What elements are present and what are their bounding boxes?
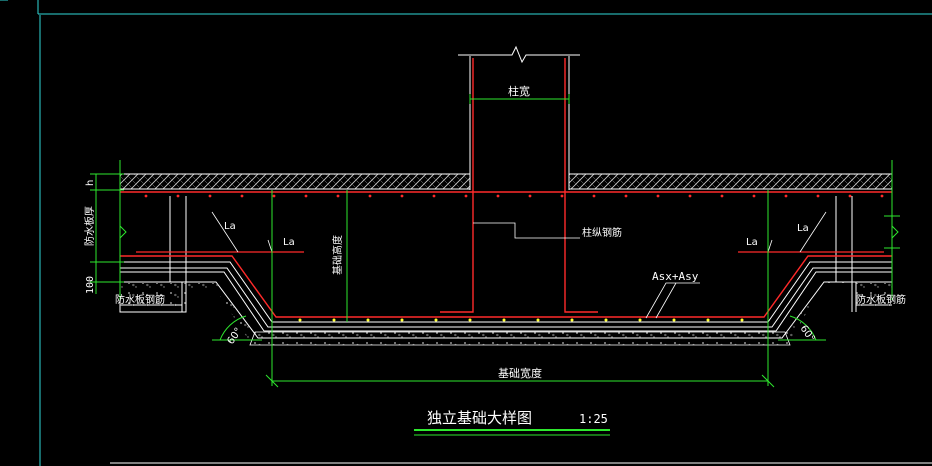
waterproof-rebar-right-label: 防水板钢筋 — [856, 293, 906, 306]
dim-100-label: 100 — [85, 276, 96, 294]
column-rebar-leader — [473, 222, 580, 239]
rebar-dot — [432, 194, 436, 198]
rebar-dot — [368, 194, 372, 198]
rebar-dot — [400, 318, 404, 322]
rebar-dot — [332, 318, 336, 322]
rebar-dot — [848, 194, 852, 198]
title-underline — [414, 429, 610, 436]
rebar-dot — [464, 194, 468, 198]
rebar-dot — [624, 194, 628, 198]
column — [458, 45, 580, 190]
rebar-dot — [400, 194, 404, 198]
rebar-dot — [298, 318, 302, 322]
left-side-dimension — [90, 173, 127, 294]
la-label-right-lower: La — [746, 237, 758, 248]
column-width-dimension — [469, 94, 570, 104]
la-leader-lines — [211, 211, 827, 253]
column-rebar-label: 柱纵钢筋 — [582, 226, 622, 239]
la-label-left-lower: La — [283, 237, 295, 248]
rebar-dot — [706, 318, 710, 322]
bottom-rebar-dots — [298, 318, 744, 322]
bottom-rebar — [120, 255, 892, 318]
angle-right-label: 60° — [798, 323, 817, 344]
rebar-dot — [496, 194, 500, 198]
rebar-dot — [208, 194, 212, 198]
bottom-concrete-band — [249, 331, 791, 346]
angle-markers — [212, 315, 826, 341]
rebar-dot — [502, 318, 506, 322]
dim-h-label: h — [85, 180, 96, 186]
rebar-dot — [528, 194, 532, 198]
drawing-scale: 1:25 — [579, 412, 608, 426]
waterproof-slab-label: 防水板厚 — [83, 206, 96, 246]
top-hatch — [119, 173, 893, 190]
rebar-dot — [434, 318, 438, 322]
rebar-dot — [816, 194, 820, 198]
right-side-marks — [884, 215, 900, 249]
top-rebar-dots — [144, 194, 884, 198]
rebar-mark-leader — [645, 282, 700, 319]
rebar-dot — [688, 194, 692, 198]
rebar-dot — [752, 194, 756, 198]
rebar-dot — [880, 194, 884, 198]
rebar-dot — [604, 318, 608, 322]
rebar-dot — [560, 194, 564, 198]
la-label-left-upper: La — [224, 221, 236, 232]
rebar-dot — [304, 194, 308, 198]
rebar-dot — [740, 318, 744, 322]
rebar-dot — [336, 194, 340, 198]
rebar-mark-label: Asx+Asy — [652, 270, 699, 283]
vertical-guides — [119, 160, 893, 386]
rebar-dot — [536, 318, 540, 322]
la-label-right-upper: La — [797, 223, 809, 234]
rebar-dot — [656, 194, 660, 198]
foundation-width-dimension — [265, 374, 775, 388]
rebar-dot — [720, 194, 724, 198]
rebar-dot — [366, 318, 370, 322]
rebar-dot — [638, 318, 642, 322]
drawing-title: 独立基础大样图 — [427, 409, 532, 427]
rebar-dot — [176, 194, 180, 198]
rebar-dot — [272, 194, 276, 198]
rebar-dot — [672, 318, 676, 322]
rebar-dot — [240, 194, 244, 198]
column-width-label: 柱宽 — [508, 84, 530, 98]
rebar-dot — [784, 194, 788, 198]
blinding-concrete — [120, 282, 892, 342]
waterproof-rebar-left-label: 防水板钢筋 — [115, 293, 165, 306]
rebar-dot — [592, 194, 596, 198]
foundation-height-label: 基础高度 — [331, 235, 344, 275]
foundation-width-label: 基础宽度 — [498, 366, 542, 380]
column-rebar — [440, 58, 598, 313]
rebar-dot — [570, 318, 574, 322]
rebar-dot — [468, 318, 472, 322]
rebar-dot — [144, 194, 148, 198]
